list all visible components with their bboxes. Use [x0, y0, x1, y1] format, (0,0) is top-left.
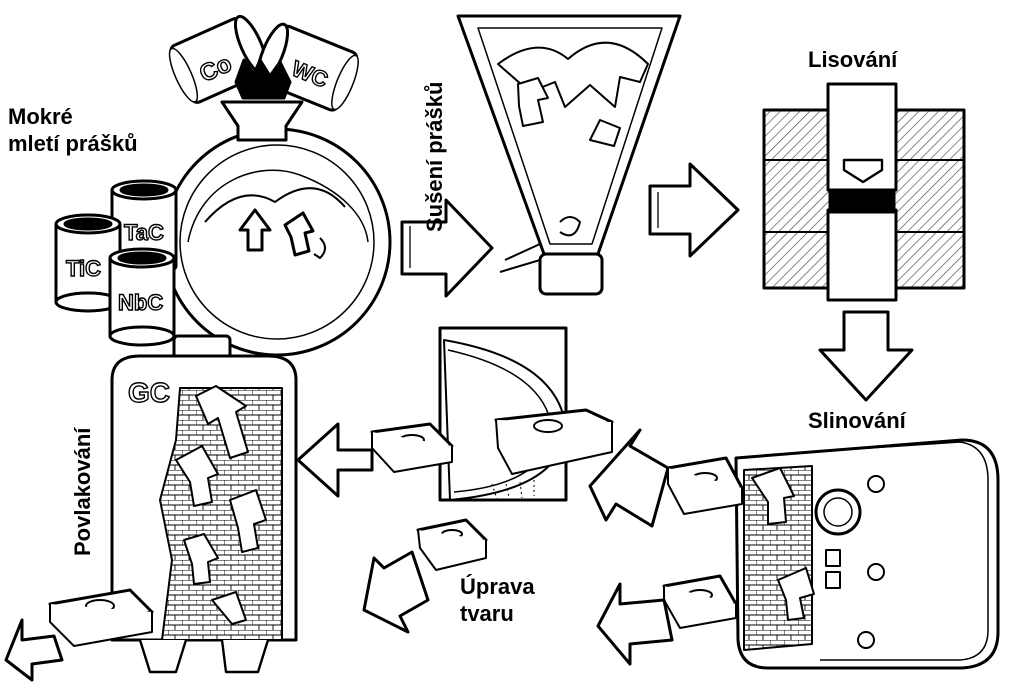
sintering-station: [734, 438, 1000, 670]
drying-station: [456, 14, 682, 296]
dryer-outlet: [538, 252, 604, 296]
flow-arrow-shaping-to-coating: [296, 422, 374, 498]
can-label-nbc: NbC: [118, 290, 163, 315]
label-powder-drying: Sušení prášků: [422, 81, 447, 232]
powder-stream: [234, 58, 292, 100]
reactor-mark: GC: [128, 377, 170, 408]
coating-station: [110, 334, 298, 674]
flow-arrow-milling-to-drying: [400, 198, 494, 298]
label-coating: Povlakování: [70, 427, 95, 556]
nbc-powder-can: [108, 247, 176, 347]
pressing-station: [762, 82, 966, 302]
mill-hopper: [220, 100, 304, 142]
label-wet-milling-line2: mletí prášků: [8, 131, 138, 156]
label-wet-milling-line1: Mokré: [8, 104, 73, 129]
flow-arrow-final: [4, 618, 64, 682]
label-pressing: Lisování: [808, 47, 898, 72]
can-label-tic: TiC: [66, 256, 101, 281]
milling-station: [54, 14, 392, 357]
label-sintering: Slinování: [808, 408, 906, 433]
label-shaping-line1: Úprava: [460, 574, 535, 599]
can-label-tac: TaC: [124, 220, 164, 245]
flow-arrow-drying-to-pressing: [648, 162, 740, 258]
shaping-station: [362, 326, 614, 634]
flow-arrow-pressing-to-sintering: [818, 310, 914, 402]
press-compact: [828, 190, 896, 214]
flow-arrow-sintering-to-shaping: [588, 428, 670, 528]
label-shaping-line2: tvaru: [460, 601, 514, 626]
